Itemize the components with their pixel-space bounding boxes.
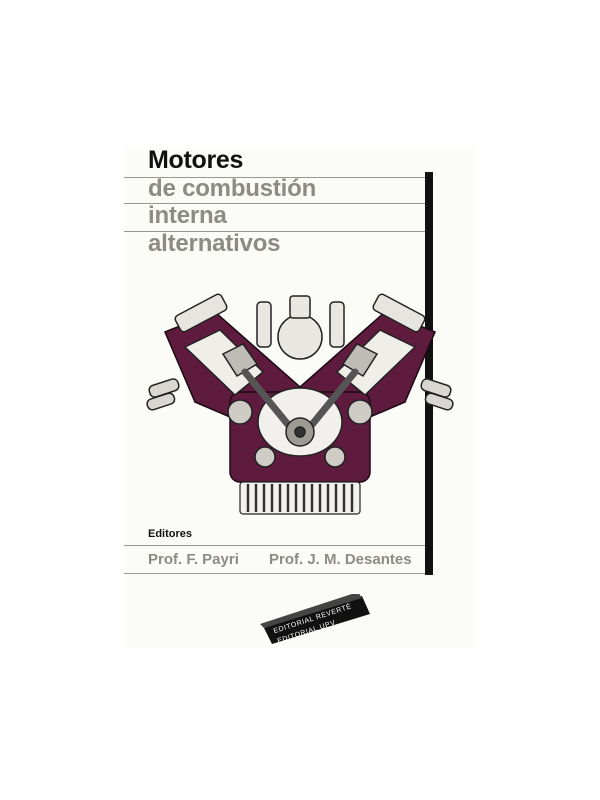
title-line-1: de combustión	[148, 175, 317, 202]
engine-cutaway-illustration	[146, 293, 454, 515]
editor-name-1: Prof. F. Payri	[148, 551, 239, 568]
title-rule-2	[124, 203, 425, 204]
title-rule-3	[124, 231, 425, 232]
title-line-2: interna	[148, 202, 227, 229]
title-rule-1	[124, 177, 425, 178]
cover-side-bar	[425, 172, 433, 575]
editor-name-2: Prof. J. M. Desantes	[269, 551, 412, 568]
title-line-3: alternativos	[148, 230, 281, 257]
publisher-label: EDITORIAL REVERTÉ EDITORIAL UPV	[260, 594, 370, 644]
title-main: Motores	[148, 146, 244, 174]
editors-label: Editores	[148, 528, 193, 540]
editors-rule-bottom	[124, 573, 425, 574]
editors-rule-top	[124, 545, 425, 546]
